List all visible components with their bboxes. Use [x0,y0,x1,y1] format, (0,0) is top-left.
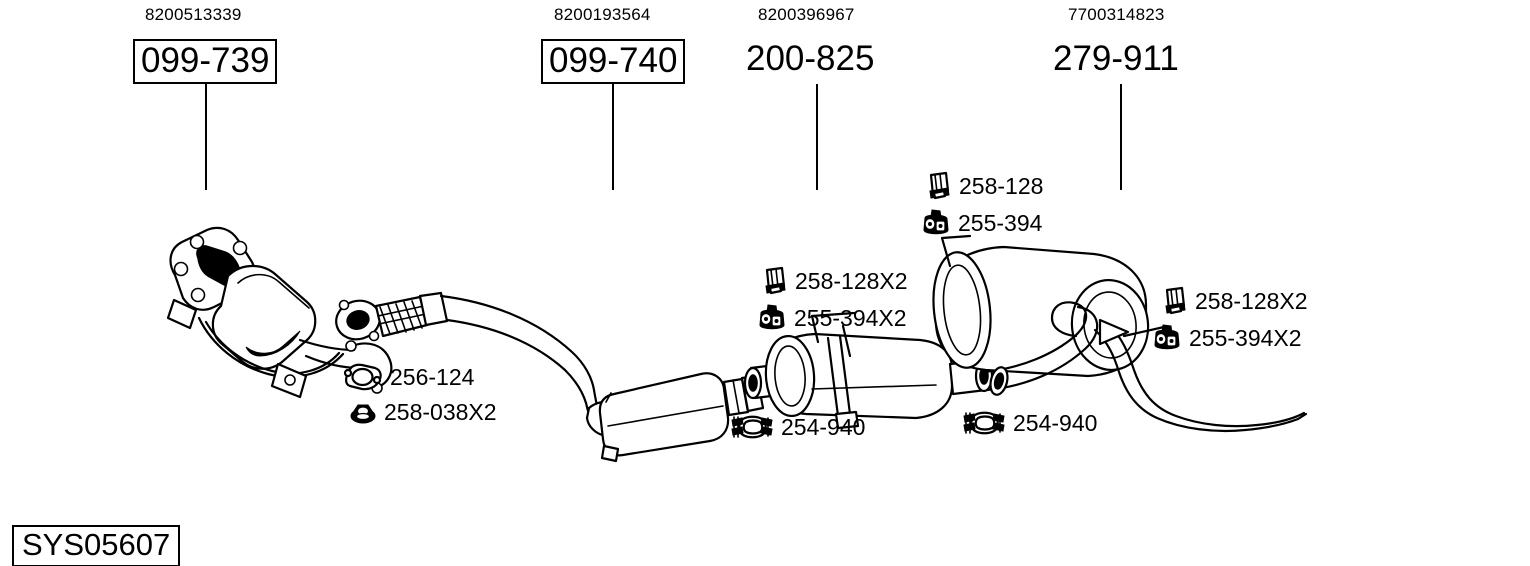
leader-line-279-911 [1120,84,1122,190]
callout-label: 256-124 [390,363,475,390]
part-drawing-rear-silencer [932,234,1308,433]
callout-label: 258-128 [959,172,1044,199]
flange-nut-icon [350,404,376,424]
callout-label: 258-128X2 [795,267,908,294]
callout-mount-255-394x2-tail[interactable]: 255-394X2 [1152,323,1302,353]
callout-label: 258-128X2 [1195,287,1308,314]
part-drawing-catalytic-converter-front [166,226,393,399]
exhaust-clamp-icon [963,411,1005,435]
oem-code-279-911: 7700314823 [1068,5,1165,24]
callout-label: 254-940 [781,413,866,440]
system-id-box[interactable]: SYS05607 [12,525,181,566]
part-ref-099-739[interactable]: 099-739 [133,39,278,84]
callout-gasket-256-124[interactable]: 256-124 [341,362,474,392]
rubber-mount-icon [923,209,949,235]
exhaust-assembly-drawing [166,226,1308,463]
leader-line-200-825 [816,84,818,190]
part-ref-279-911[interactable]: 279-911 [1053,39,1179,78]
callout-nut-258-038x2[interactable]: 258-038X2 [349,398,497,426]
oem-code-099-739: 8200513339 [145,5,242,24]
rubber-hanger-icon [765,266,786,295]
callout-clamp-254-940-rear[interactable]: 254-940 [962,410,1097,436]
part-ref-099-740[interactable]: 099-740 [541,39,686,84]
rubber-hanger-icon [929,171,950,200]
rubber-mount-icon [1154,324,1180,350]
callout-mount-255-394-rear[interactable]: 255-394 [921,208,1042,238]
callout-mount-258-128x2-tail[interactable]: 258-128X2 [1162,286,1308,316]
leader-line-099-740 [612,84,614,190]
callout-clamp-254-940-centre[interactable]: 254-940 [730,414,865,440]
exhaust-clamp-icon [731,415,773,439]
callout-label: 258-038X2 [384,398,497,425]
part-drawing-centre-silencer [743,311,994,430]
flange-gasket-icon [343,363,382,391]
callout-label: 255-394X2 [1189,324,1302,351]
oem-code-200-825: 8200396967 [758,5,855,24]
callout-label: 254-940 [1013,409,1098,436]
callout-mount-255-394x2-centre[interactable]: 255-394X2 [757,303,907,333]
callout-mount-258-128x2-centre[interactable]: 258-128X2 [762,266,908,296]
oem-code-099-740: 8200193564 [554,5,651,24]
callout-mount-258-128-rear[interactable]: 258-128 [926,171,1043,201]
rubber-mount-icon [759,304,785,330]
callout-label: 255-394X2 [794,304,907,331]
part-ref-200-825[interactable]: 200-825 [746,39,875,78]
rubber-hanger-icon [1165,286,1186,315]
leader-line-099-739 [205,84,207,190]
callout-label: 255-394 [958,209,1043,236]
